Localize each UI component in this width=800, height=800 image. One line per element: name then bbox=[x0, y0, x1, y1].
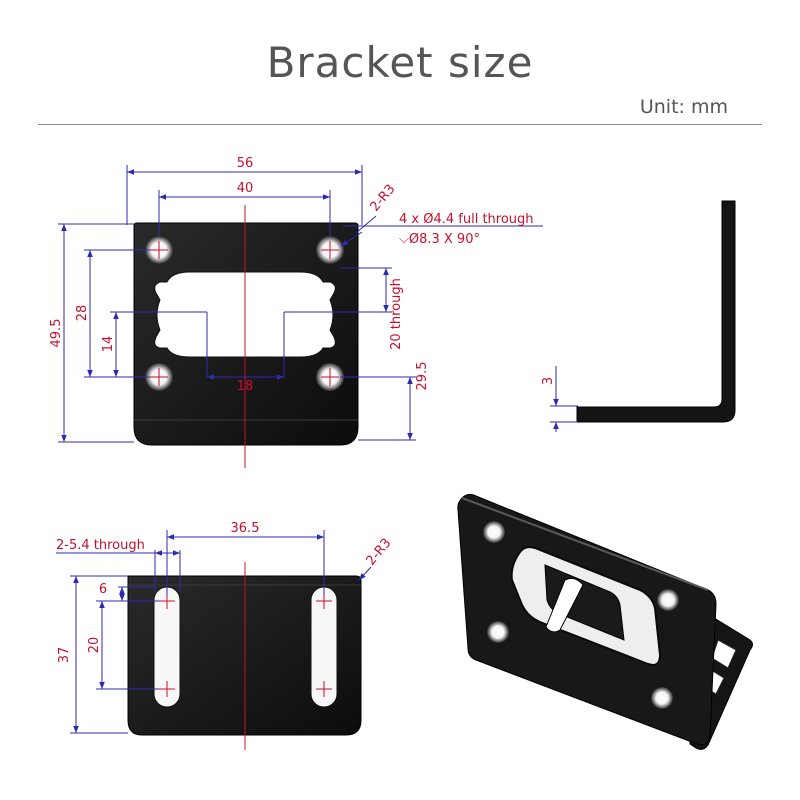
dim-hole-to-bottom: 29.5 bbox=[415, 362, 430, 391]
iso-top-edge bbox=[461, 497, 709, 591]
iso-slot-visible bbox=[545, 577, 584, 633]
dim-hole-note-2: ⌵Ø8.3 X 90° bbox=[399, 232, 480, 247]
side-profile bbox=[576, 200, 736, 423]
dim-hole-spacing-x: 40 bbox=[237, 181, 254, 196]
front-extension-lines bbox=[58, 165, 416, 443]
iso-hole-4 bbox=[651, 687, 673, 709]
page-title: Bracket size bbox=[266, 38, 534, 87]
iso-hole-2 bbox=[657, 589, 679, 611]
dim-cutout-height: 14 bbox=[101, 336, 116, 353]
dim-slot-spacing: 36.5 bbox=[231, 521, 260, 536]
dim-thickness: 3 bbox=[541, 377, 556, 385]
base-view: 2-5.4 through 36.5 2-R3 6 20 37 bbox=[56, 521, 395, 750]
dim-cutout-width: 18 bbox=[237, 379, 254, 394]
dim-hole-spacing-y: 28 bbox=[75, 305, 90, 322]
base-dimension-lines bbox=[56, 534, 372, 733]
front-dimension-lines bbox=[61, 169, 543, 442]
unit-label: Unit: mm bbox=[639, 96, 728, 118]
iso-hole-1 bbox=[483, 521, 505, 543]
front-view: 56 40 2-R3 4 x Ø4.4 full through ⌵Ø8.3 X… bbox=[49, 156, 543, 468]
dim-slot-note: 2-5.4 through bbox=[56, 538, 145, 553]
dim-height-overall: 49.5 bbox=[49, 319, 64, 348]
isometric-view bbox=[457, 493, 753, 750]
dim-corner-radius: 2-R3 bbox=[368, 182, 399, 215]
side-dimension-lines bbox=[550, 366, 578, 432]
side-view: 3 bbox=[541, 200, 736, 432]
dim-width-overall: 56 bbox=[237, 156, 254, 171]
dim-slot-width: 6 bbox=[99, 582, 107, 597]
base-slot-crosshairs bbox=[159, 593, 332, 697]
iso-hole-3 bbox=[487, 621, 509, 643]
dim-base-height: 37 bbox=[57, 647, 72, 664]
front-hole-crosshairs bbox=[150, 241, 339, 386]
dim-base-corner-radius: 2-R3 bbox=[364, 536, 395, 569]
dim-hole-note-1: 4 x Ø4.4 full through bbox=[399, 212, 534, 227]
dim-cutout-depth: 20 through bbox=[389, 278, 404, 350]
dim-slot-length: 20 bbox=[87, 637, 102, 654]
header-divider bbox=[38, 124, 762, 125]
